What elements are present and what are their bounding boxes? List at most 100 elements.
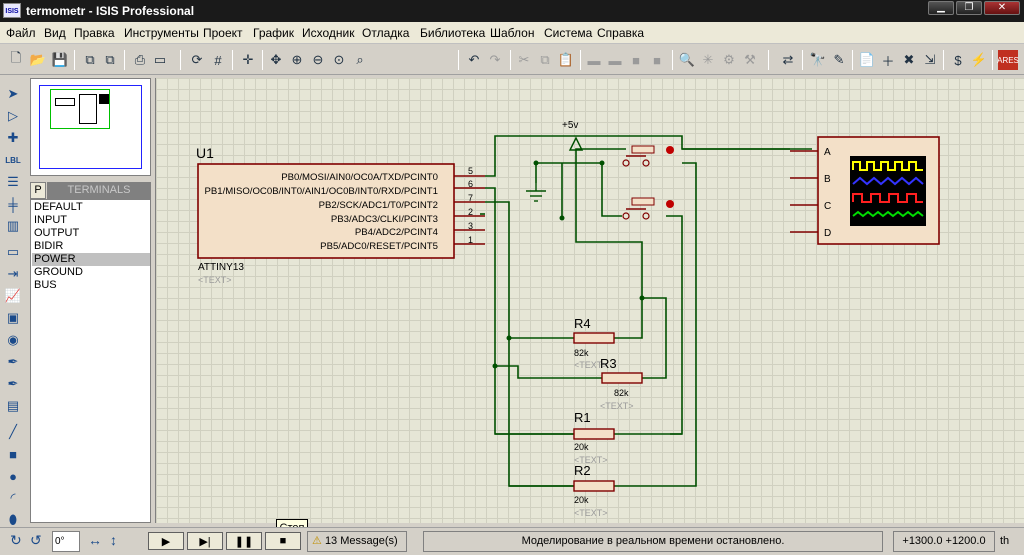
menu-template[interactable]: Шаблон <box>490 26 535 40</box>
property-tool-icon[interactable]: ✎ <box>833 52 845 67</box>
mirror-horizontal-icon[interactable]: ↔ <box>88 532 102 548</box>
path-mode-icon[interactable]: ⬮ <box>8 512 18 527</box>
stop-button[interactable]: ■ <box>265 532 301 550</box>
save-icon[interactable]: 💾 <box>51 52 69 67</box>
remove-sheet-icon[interactable]: ✖ <box>903 52 915 67</box>
resistor-r1[interactable]: R1 20k <TEXT> <box>573 410 615 465</box>
menu-project[interactable]: Проект <box>203 26 243 40</box>
search-tag-icon[interactable]: 🔭 <box>809 52 827 67</box>
print-icon[interactable]: ⎙ <box>134 52 146 67</box>
box-mode-icon[interactable]: ■ <box>9 446 17 462</box>
rotate-cw-icon[interactable]: ↻ <box>10 532 22 548</box>
terminals-mode-icon[interactable]: ▭ <box>6 244 20 259</box>
zoom-all-icon[interactable]: ⊙ <box>333 52 345 67</box>
menu-help[interactable]: Справка <box>597 26 645 40</box>
electrical-check-icon[interactable]: ⚡ <box>970 52 988 67</box>
redo-icon[interactable]: ↷ <box>489 52 501 67</box>
menu-library[interactable]: Библиотека <box>420 26 486 40</box>
tape-recorder-mode-icon[interactable]: ▣ <box>6 310 20 325</box>
list-item[interactable]: BUS <box>34 279 57 291</box>
export-icon[interactable]: ⧉ <box>105 52 115 67</box>
block-move-icon[interactable]: ▬ <box>608 52 622 68</box>
menu-tools[interactable]: Инструменты <box>124 26 199 40</box>
attiny13-ic[interactable]: U1 ATTINY13 <TEXT> PB0/MOSI/AIN0/OC0A/TX… <box>196 145 485 285</box>
button-sw1[interactable] <box>622 145 674 167</box>
grid-icon[interactable]: # <box>214 52 222 68</box>
add-sheet-icon[interactable]: ＋ <box>881 53 895 69</box>
oscilloscope[interactable]: A B C D <box>790 136 940 245</box>
menu-source[interactable]: Исходник <box>302 26 355 40</box>
current-probe-mode-icon[interactable]: ✒ <box>7 376 19 391</box>
list-item[interactable]: DEFAULT <box>34 201 83 213</box>
block-rotate-icon[interactable]: ■ <box>632 52 640 68</box>
copy-icon[interactable]: ⧉ <box>540 52 550 67</box>
menu-file[interactable]: Файл <box>6 26 36 40</box>
new-sheet-icon[interactable]: 📄 <box>858 52 876 67</box>
component-mode-icon[interactable]: ▷ <box>8 108 18 123</box>
menu-system[interactable]: Система <box>544 26 593 40</box>
ares-icon[interactable]: ARES <box>997 50 1019 70</box>
virtual-instruments-mode-icon[interactable]: ▤ <box>6 398 20 413</box>
block-delete-icon[interactable]: ■ <box>653 52 661 68</box>
zoom-area-icon[interactable]: ⌕ <box>356 52 364 67</box>
rotation-field[interactable]: 0° <box>52 531 80 552</box>
pause-button[interactable]: ❚❚ <box>226 532 262 550</box>
resistor-r2[interactable]: R2 20k <TEXT> <box>573 463 615 518</box>
resistor-r4[interactable]: R4 82k <TEXT> <box>573 316 615 370</box>
wire-label-mode-icon[interactable]: LBL <box>5 155 21 165</box>
step-button[interactable]: ▶| <box>187 532 223 550</box>
import-icon[interactable]: ⧉ <box>85 52 95 67</box>
pick-button[interactable]: P <box>30 182 46 199</box>
list-item-selected[interactable]: POWER <box>32 253 150 266</box>
menu-edit[interactable]: Правка <box>74 26 115 40</box>
zoom-in-icon[interactable]: ⊕ <box>291 52 303 67</box>
selection-mode-icon[interactable]: ➤ <box>7 86 19 101</box>
pan-icon[interactable]: ✥ <box>270 52 282 67</box>
arc-mode-icon[interactable]: ◜ <box>10 490 16 505</box>
open-folder-icon[interactable]: 📂 <box>29 52 47 67</box>
new-file-icon[interactable]: 🗋 <box>10 50 22 65</box>
minimize-button[interactable]: ▁ <box>928 1 954 15</box>
subcircuit-mode-icon[interactable]: ▥ <box>6 218 20 233</box>
overview-window[interactable] <box>30 78 151 176</box>
list-item[interactable]: GROUND <box>34 266 83 278</box>
mirror-vertical-icon[interactable]: ↕ <box>110 532 117 548</box>
wire-autoroute-icon[interactable]: ⇄ <box>782 52 794 67</box>
packaging-icon[interactable]: ⚙ <box>723 52 735 67</box>
graph-mode-icon[interactable]: 📈 <box>4 288 22 303</box>
rotate-ccw-icon[interactable]: ↺ <box>30 532 42 548</box>
list-item[interactable]: BIDIR <box>34 240 64 252</box>
ground-symbol[interactable] <box>526 183 546 202</box>
power-terminal[interactable]: +5v <box>562 120 584 151</box>
undo-icon[interactable]: ↶ <box>468 52 480 67</box>
close-button[interactable]: ✕ <box>984 1 1020 15</box>
text-script-mode-icon[interactable]: ☰ <box>7 174 19 189</box>
circle-mode-icon[interactable]: ● <box>9 468 17 484</box>
voltage-probe-mode-icon[interactable]: ✒ <box>7 354 19 369</box>
pick-device-icon[interactable]: 🔍 <box>678 52 696 67</box>
generator-mode-icon[interactable]: ◉ <box>7 332 19 347</box>
resistor-r3[interactable]: R3 82k <TEXT> <box>600 356 643 411</box>
print-area-icon[interactable]: ▭ <box>153 52 167 67</box>
menu-graph[interactable]: График <box>253 26 294 40</box>
menu-view[interactable]: Вид <box>44 26 66 40</box>
junction-mode-icon[interactable]: ✚ <box>7 130 19 145</box>
make-device-icon[interactable]: ✳ <box>702 52 714 67</box>
button-sw2[interactable] <box>622 197 674 220</box>
schematic-canvas[interactable]: U1 ATTINY13 <TEXT> PB0/MOSI/AIN0/OC0A/TX… <box>155 78 1024 523</box>
play-button[interactable]: ▶ <box>148 532 184 550</box>
origin-icon[interactable]: ✛ <box>242 52 254 67</box>
menu-debug[interactable]: Отладка <box>362 26 410 40</box>
cut-icon[interactable]: ✂ <box>518 52 530 67</box>
restore-button[interactable]: ❐ <box>956 1 982 15</box>
messages-box[interactable]: ⚠ 13 Message(s) <box>307 531 407 552</box>
refresh-icon[interactable]: ⟳ <box>191 52 203 67</box>
bus-mode-icon[interactable]: ╪ <box>8 196 18 212</box>
line-mode-icon[interactable]: ╱ <box>9 424 17 439</box>
block-copy-icon[interactable]: ▬ <box>587 52 601 68</box>
paste-icon[interactable]: 📋 <box>557 52 575 67</box>
goto-sheet-icon[interactable]: ⇲ <box>924 52 936 67</box>
zoom-out-icon[interactable]: ⊖ <box>312 52 324 67</box>
list-item[interactable]: INPUT <box>34 214 67 226</box>
list-item[interactable]: OUTPUT <box>34 227 80 239</box>
